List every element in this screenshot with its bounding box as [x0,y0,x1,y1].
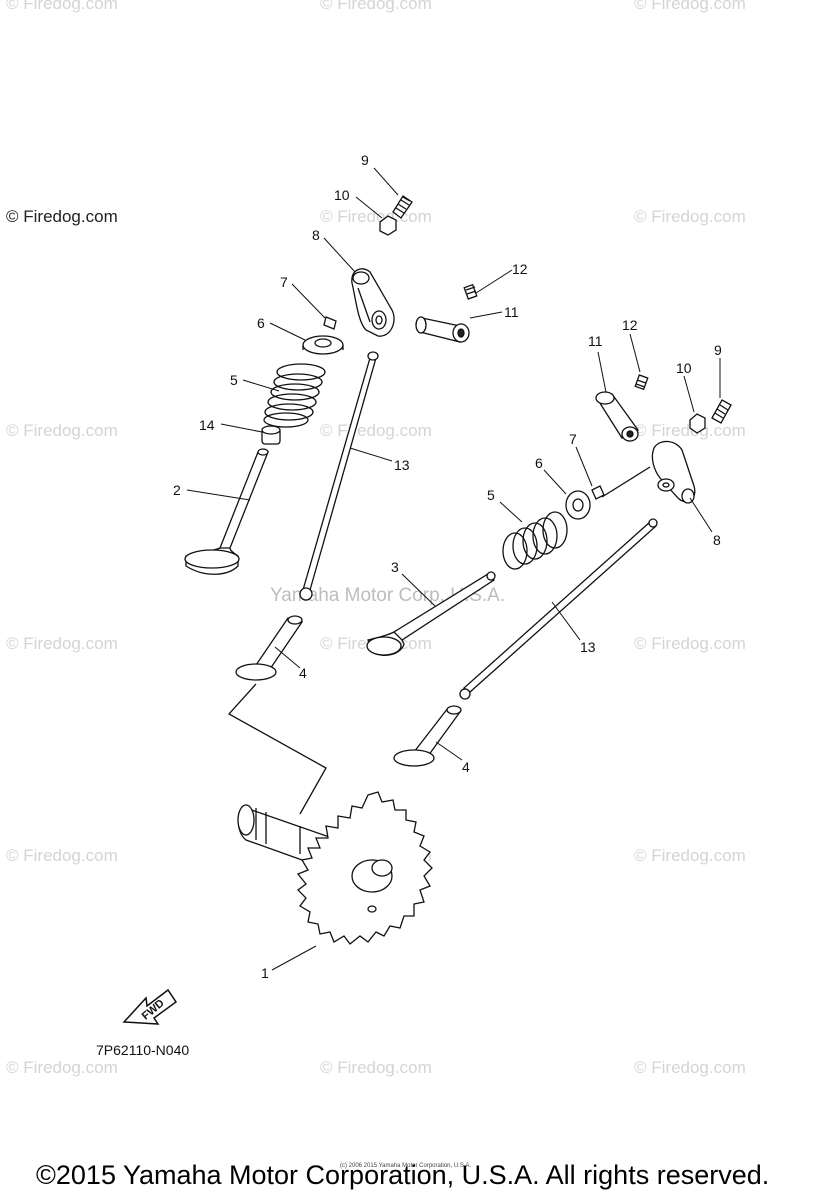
watermark: © Firedog.com [6,846,118,865]
watermark: © Firedog.com [6,0,118,13]
callout-14: 14 [199,417,215,433]
callout-4: 4 [462,759,470,775]
spring-retainer-left [302,335,344,355]
callout-6: 6 [535,455,543,471]
callout-line-5b [499,501,523,523]
callout-line-6a [269,322,306,341]
callout-4: 4 [299,665,307,681]
locknut-left [379,215,397,236]
callout-line-3 [401,573,436,607]
callout-10: 10 [676,360,692,376]
callout-line-9a [373,167,399,196]
callout-12: 12 [512,261,528,277]
valve-stem-seal [261,425,281,445]
tappet-left [235,615,304,681]
callout-13: 13 [394,457,410,473]
callout-8: 8 [713,532,721,548]
callout-line-6b [543,469,567,495]
callout-line-5a [242,379,280,392]
collet-left [323,316,337,330]
callout-line-11b [597,351,607,393]
callout-5: 5 [230,372,238,388]
callout-2: 2 [173,482,181,498]
callout-line-7b [575,446,593,487]
callout-6: 6 [257,315,265,331]
adjuster-screw-left [392,195,413,219]
watermark: © Firedog.com [320,1058,432,1077]
watermark: © Firedog.com [634,207,746,226]
callout-12: 12 [622,317,638,333]
tiny-credit: (c) 2006 2015 Yamaha Motor Corporation, … [340,1163,472,1169]
leader-line [601,466,651,498]
callout-5: 5 [487,487,495,503]
rocker-shaft-left [415,316,470,343]
watermark: © Firedog.com [634,421,746,440]
rocker-arm-right [651,440,696,504]
watermark: © Firedog.com [634,846,746,865]
callout-line-12b [629,333,641,373]
locknut-right [689,413,706,434]
callout-line-13b [551,601,581,641]
intake-valve [184,448,269,575]
exhaust-valve [366,571,496,656]
callout-9: 9 [714,342,722,358]
callout-line-14 [220,423,263,433]
callout-7: 7 [280,274,288,290]
set-screw-left [463,283,478,300]
callout-1: 1 [261,965,269,981]
watermark: © Firedog.com [6,421,118,440]
rocker-arm-left [351,268,395,337]
callout-3: 3 [391,559,399,575]
valve-spring-left [263,363,326,428]
callout-9: 9 [361,152,369,168]
set-screw-right [634,374,649,391]
tappet-right [393,705,462,767]
callout-line-1 [271,945,317,971]
callout-11: 11 [504,304,519,320]
callout-line-8a [323,237,356,273]
callout-line-2 [186,489,251,501]
push-rod-right [459,518,658,700]
callout-line-7a [291,283,326,319]
callout-line-13a [349,447,393,462]
callout-13: 13 [580,639,596,655]
callout-line-4a [274,646,301,669]
callout-10: 10 [334,187,350,203]
adjuster-screw-right [711,399,732,424]
callout-line-10a [355,196,383,219]
spring-retainer-right [565,490,591,520]
watermark: © Firedog.com [634,1058,746,1077]
rocker-shaft-right [595,391,639,442]
valve-spring-right [502,511,568,570]
callout-line-4b [435,741,463,761]
fwd-arrow-icon [122,988,178,1025]
callout-line-11a [469,311,503,319]
watermark: © Firedog.com [634,0,746,13]
watermark: © Firedog.com [634,634,746,653]
connector-line [227,683,327,815]
watermark: © Firedog.com [320,0,432,13]
callout-line-10b [683,375,695,413]
watermark: © Firedog.com [6,1058,118,1077]
callout-8: 8 [312,227,320,243]
callout-line-8b [689,497,713,533]
callout-7: 7 [569,431,577,447]
diagram-code: 7P62110-N040 [96,1042,190,1058]
watermark: © Firedog.com [6,634,118,653]
watermark: © Firedog.com [6,207,118,226]
camshaft [237,791,433,945]
push-rod-left [299,351,379,601]
copyright-notice: ©2015 Yamaha Motor Corporation, U.S.A. A… [36,1160,770,1190]
callout-line-12a [475,269,513,294]
callout-11: 11 [588,333,603,349]
